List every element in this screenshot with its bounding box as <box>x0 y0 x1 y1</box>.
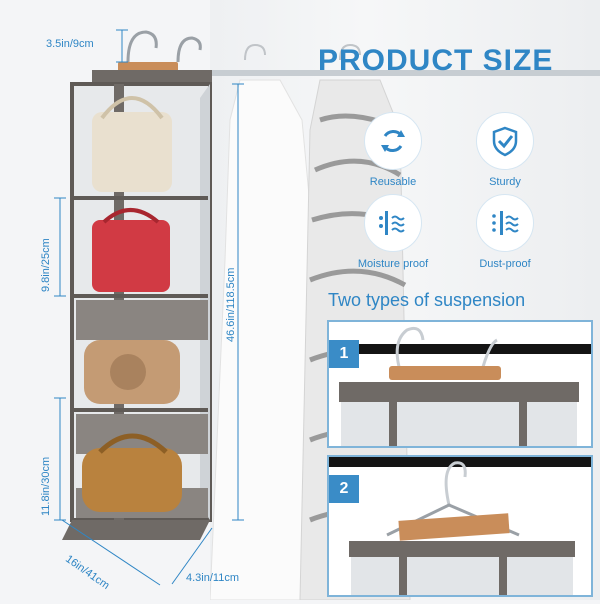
feature-moisture-proof: Moisture proof <box>353 194 433 270</box>
feature-reusable-label: Reusable <box>369 176 417 188</box>
feature-moisture-label: Moisture proof <box>357 258 429 270</box>
suspension-1-illustration <box>329 326 591 446</box>
dimension-depth: 4.3in/11cm <box>186 572 239 584</box>
dust-icon <box>492 211 519 235</box>
suspension-badge-1: 1 <box>329 340 359 368</box>
dimension-total-height: 46.6in/118.5cm <box>225 267 237 342</box>
recycle-icon <box>381 129 405 153</box>
dimension-top-gap: 3.5in/9cm <box>46 38 94 50</box>
suspension-2-illustration <box>329 457 591 595</box>
dimension-bottom-height: 11.8in/30cm <box>40 456 52 516</box>
suspension-panel-2: 2 <box>327 455 593 597</box>
feature-sturdy-label: Sturdy <box>489 176 521 188</box>
feature-dust-label: Dust-proof <box>479 258 531 270</box>
suspension-badge-2: 2 <box>329 475 359 503</box>
moisture-icon <box>379 211 405 235</box>
feature-sturdy: Sturdy <box>465 112 545 188</box>
suspension-title: Two types of suspension <box>328 290 526 310</box>
feature-dust-proof: Dust-proof <box>465 194 545 270</box>
dimension-shelf-height: 9.8in/25cm <box>40 238 52 292</box>
feature-reusable: Reusable <box>353 112 433 188</box>
shield-check-icon <box>492 126 518 157</box>
product-size-title: PRODUCT SIZE <box>318 44 554 77</box>
suspension-panel-1: 1 <box>327 320 593 448</box>
